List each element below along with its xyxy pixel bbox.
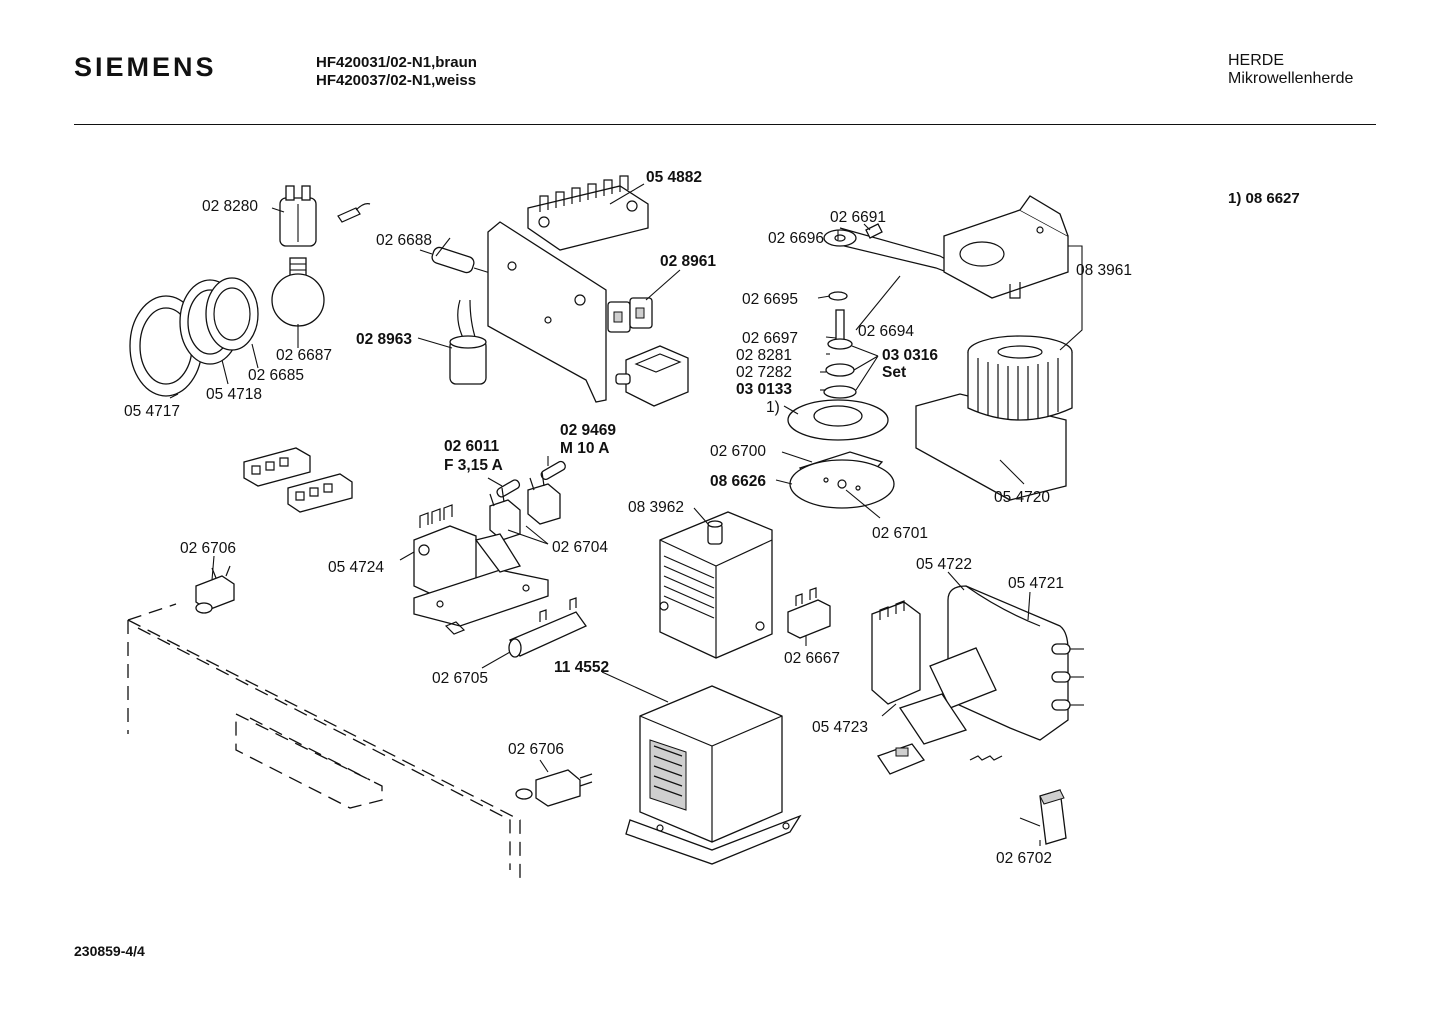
label-029469: 02 9469 (560, 422, 616, 439)
part-labels: 02 8280 02 6688 05 4882 02 8961 02 8963 … (124, 169, 1132, 867)
high-voltage-transformer-part (625, 685, 802, 865)
category-title: HERDE (1228, 52, 1285, 69)
label-086626: 08 6626 (710, 473, 766, 490)
label-026702: 02 6702 (996, 850, 1052, 867)
turntable-motor-part (943, 195, 1069, 299)
lamp-socket-part (279, 185, 371, 247)
label-026705: 02 6705 (432, 670, 488, 687)
label-028281: 02 8281 (736, 347, 792, 364)
category-block: HERDE Mikrowellenherde (1228, 52, 1353, 88)
label-026706-lower: 02 6706 (508, 741, 564, 758)
high-voltage-capacitor-part (947, 585, 1084, 741)
label-083961: 08 3961 (1076, 262, 1132, 279)
label-026691: 02 6691 (830, 209, 886, 226)
category-subtitle: Mikrowellenherde (1228, 70, 1354, 87)
label-f315a: F 3,15 A (444, 457, 503, 474)
label-054720: 05 4720 (994, 489, 1050, 506)
capacitor-bracket-part (871, 600, 1003, 775)
label-114552: 11 4552 (554, 659, 609, 676)
magnetron-part (659, 511, 773, 659)
label-027282: 02 7282 (736, 364, 792, 381)
leader-lines (169, 183, 1083, 846)
label-083962: 08 3962 (628, 499, 684, 516)
lamp-bulb-part (271, 257, 325, 327)
label-028963: 02 8963 (356, 331, 412, 348)
lamp-cover-rings (129, 277, 259, 397)
label-054722: 05 4722 (916, 556, 972, 573)
document-number: 230859-4/4 (74, 943, 145, 959)
label-028961: 02 8961 (660, 253, 716, 270)
brand-logo: SIEMENS (74, 52, 217, 82)
label-026685: 02 6685 (248, 367, 304, 384)
fuse-holders-part (489, 460, 566, 541)
label-054721: 05 4721 (1008, 575, 1064, 592)
label-026695: 02 6695 (742, 291, 798, 308)
suppression-capacitor-part (1019, 789, 1067, 845)
model-line-2: HF420037/02-N1,weiss (316, 72, 477, 89)
label-026700: 02 6700 (710, 443, 766, 460)
label-footnote-1: 1) (766, 399, 780, 416)
label-026697: 02 6697 (742, 330, 798, 347)
label-026701: 02 6701 (872, 525, 928, 542)
label-026688: 02 6688 (376, 232, 432, 249)
door-switch-upper-part (195, 565, 235, 614)
relay-bracket-part (413, 504, 549, 635)
switch-mounting-plate (487, 175, 689, 407)
label-028280: 02 8280 (202, 198, 258, 215)
turntable-drive-assembly (787, 223, 969, 509)
label-054718: 05 4718 (206, 386, 262, 403)
label-030316: 03 0316 (882, 347, 938, 364)
model-list: HF420031/02-N1,braun HF420037/02-N1,weis… (316, 54, 477, 90)
label-026687: 02 6687 (276, 347, 332, 364)
label-026694: 02 6694 (858, 323, 914, 340)
footnote: 1) 08 6627 (1228, 190, 1300, 207)
model-line-1: HF420031/02-N1,braun (316, 54, 477, 71)
label-030133: 03 0133 (736, 381, 792, 398)
label-026667: 02 6667 (784, 650, 840, 667)
label-054882: 05 4882 (646, 169, 702, 186)
door-frame-outline (127, 603, 521, 880)
header-divider (74, 124, 1376, 125)
label-054723: 05 4723 (812, 719, 868, 736)
label-054724: 05 4724 (328, 559, 384, 576)
insulating-sleeve-part (508, 597, 587, 658)
label-m10a: M 10 A (560, 440, 609, 457)
cooling-fan-part (915, 335, 1073, 501)
label-set: Set (882, 364, 906, 381)
label-026704: 02 6704 (552, 539, 608, 556)
label-054717: 05 4717 (124, 403, 180, 420)
interference-capacitor-part (419, 246, 501, 385)
thermal-switch-part (787, 587, 831, 639)
terminal-block-strip (243, 447, 353, 513)
door-switch-lower-part (515, 769, 593, 807)
label-026011: 02 6011 (444, 438, 500, 455)
label-026696: 02 6696 (768, 230, 824, 247)
label-026706-upper: 02 6706 (180, 540, 236, 557)
